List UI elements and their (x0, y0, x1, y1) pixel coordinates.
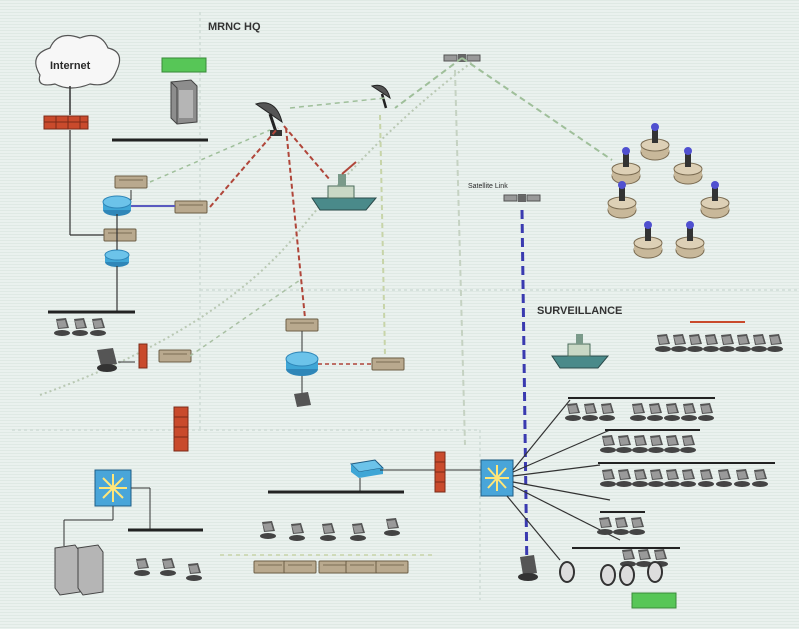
ship-icon (551, 334, 610, 369)
satellite-link-label: Satellite Link (468, 183, 508, 190)
satellite-link-line (520, 209, 529, 576)
modem-box (285, 318, 319, 332)
satellite-modem-box (174, 200, 208, 214)
region-boundary (12, 12, 799, 600)
modem-box (158, 349, 192, 363)
satellite-icon (503, 193, 541, 203)
firewall-stack-icon (173, 406, 189, 452)
firewall-icon (434, 451, 446, 493)
satellite-dish-icon (370, 84, 391, 109)
surveillance-title: SURVEILLANCE (537, 305, 622, 317)
router-icon (102, 195, 132, 216)
router-icon (104, 249, 130, 267)
phone-icon (619, 564, 635, 586)
pc-row (600, 469, 768, 487)
firewall-icon (138, 343, 148, 369)
hub-box (103, 228, 137, 242)
core-switch-icon (94, 469, 132, 507)
server-icon (170, 79, 198, 125)
switch-icon (349, 459, 385, 478)
internet-label: Internet (50, 60, 91, 72)
firewall-icon (43, 115, 89, 130)
modem-row (253, 560, 409, 574)
phone-icon (97, 348, 117, 372)
router-icon (285, 351, 319, 376)
server-icon (54, 544, 104, 596)
phone-icon (294, 392, 311, 407)
hq-title: MRNC HQ (208, 21, 261, 33)
ship-icon (311, 161, 378, 211)
hq-perimeter (39, 59, 476, 396)
modem-box (114, 175, 148, 189)
status-badge (631, 592, 677, 609)
internet-cloud-icon (35, 35, 121, 89)
satellite-dish-icon (254, 102, 283, 136)
phone-icon (600, 564, 616, 586)
status-badge (161, 57, 207, 73)
phone-icon (518, 555, 538, 581)
pc-row (597, 517, 645, 535)
phone-icon (559, 561, 575, 583)
core-switch-icon (480, 459, 514, 497)
pc-row (565, 403, 714, 421)
modem-box (371, 357, 405, 371)
phone-icon (647, 561, 663, 583)
